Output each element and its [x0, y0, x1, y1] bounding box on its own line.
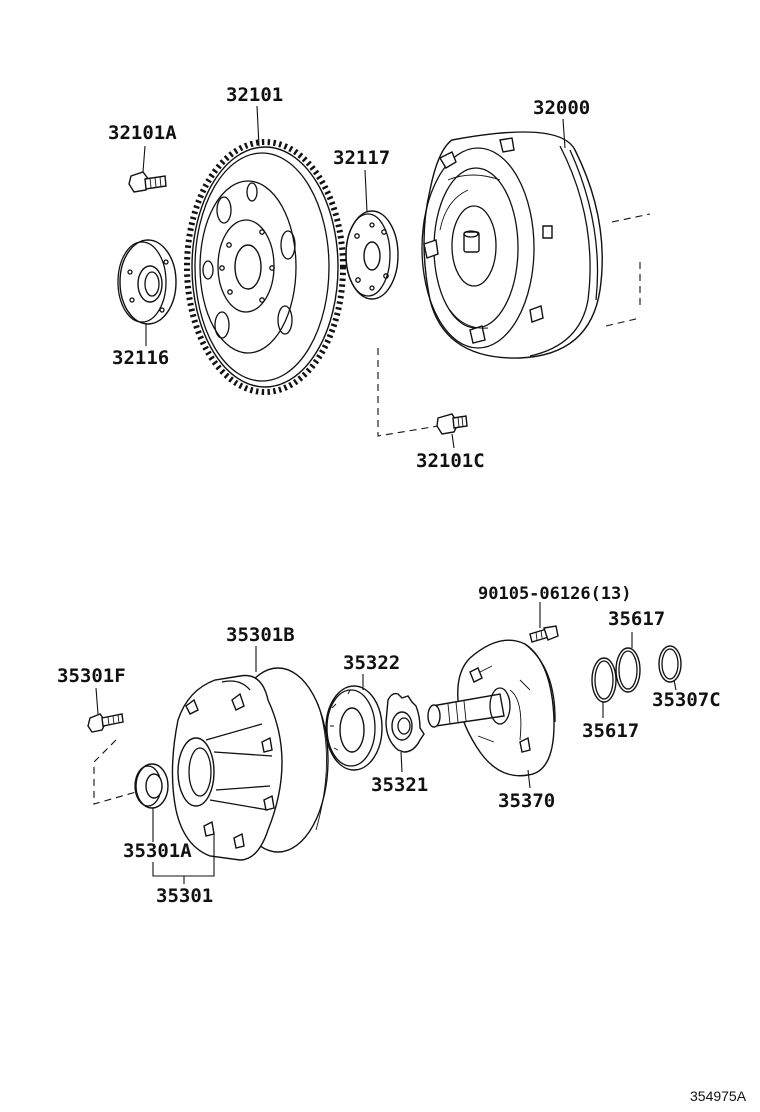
torque-converter-32000[interactable]: [421, 131, 603, 359]
label-35617-bottom: 35617: [582, 720, 639, 742]
label-35301F: 35301F: [57, 665, 126, 687]
label-35370: 35370: [498, 790, 555, 812]
oil-seal-35301A[interactable]: [134, 763, 169, 809]
label-35321: 35321: [371, 774, 428, 796]
label-35617-top: 35617: [608, 608, 665, 630]
label-32116: 32116: [112, 347, 169, 369]
label-32101: 32101: [226, 84, 283, 106]
seal-ring-35617-rear[interactable]: [615, 647, 641, 693]
label-90105-06126: 90105-06126(13): [478, 584, 632, 604]
bolt-90105-06126[interactable]: [529, 625, 559, 643]
seal-ring-35617-front[interactable]: [591, 657, 617, 703]
spacer-plate-32117[interactable]: [345, 210, 399, 300]
label-32000: 32000: [533, 97, 590, 119]
oil-pump-body-35301B[interactable]: [171, 667, 329, 861]
driven-gear-35322[interactable]: [325, 685, 383, 771]
drive-plate-32116[interactable]: [117, 239, 177, 325]
label-35307C: 35307C: [652, 689, 721, 711]
ring-gear-flywheel-32101[interactable]: [184, 139, 346, 395]
label-35301A: 35301A: [123, 840, 192, 862]
illustration-code: 354975A: [690, 1088, 747, 1104]
ring-35307C[interactable]: [658, 645, 682, 683]
bolt-32101A[interactable]: [128, 171, 167, 193]
label-35301: 35301: [156, 885, 213, 907]
bolt-32101C[interactable]: [436, 413, 468, 435]
label-32101A: 32101A: [108, 122, 177, 144]
label-35322: 35322: [343, 652, 400, 674]
bolt-35301F[interactable]: [87, 713, 124, 733]
stator-shaft-35370[interactable]: [427, 639, 556, 777]
label-32101C: 32101C: [416, 450, 485, 472]
label-32117: 32117: [333, 147, 390, 169]
drive-gear-35321[interactable]: [385, 692, 425, 753]
label-35301B: 35301B: [226, 624, 295, 646]
